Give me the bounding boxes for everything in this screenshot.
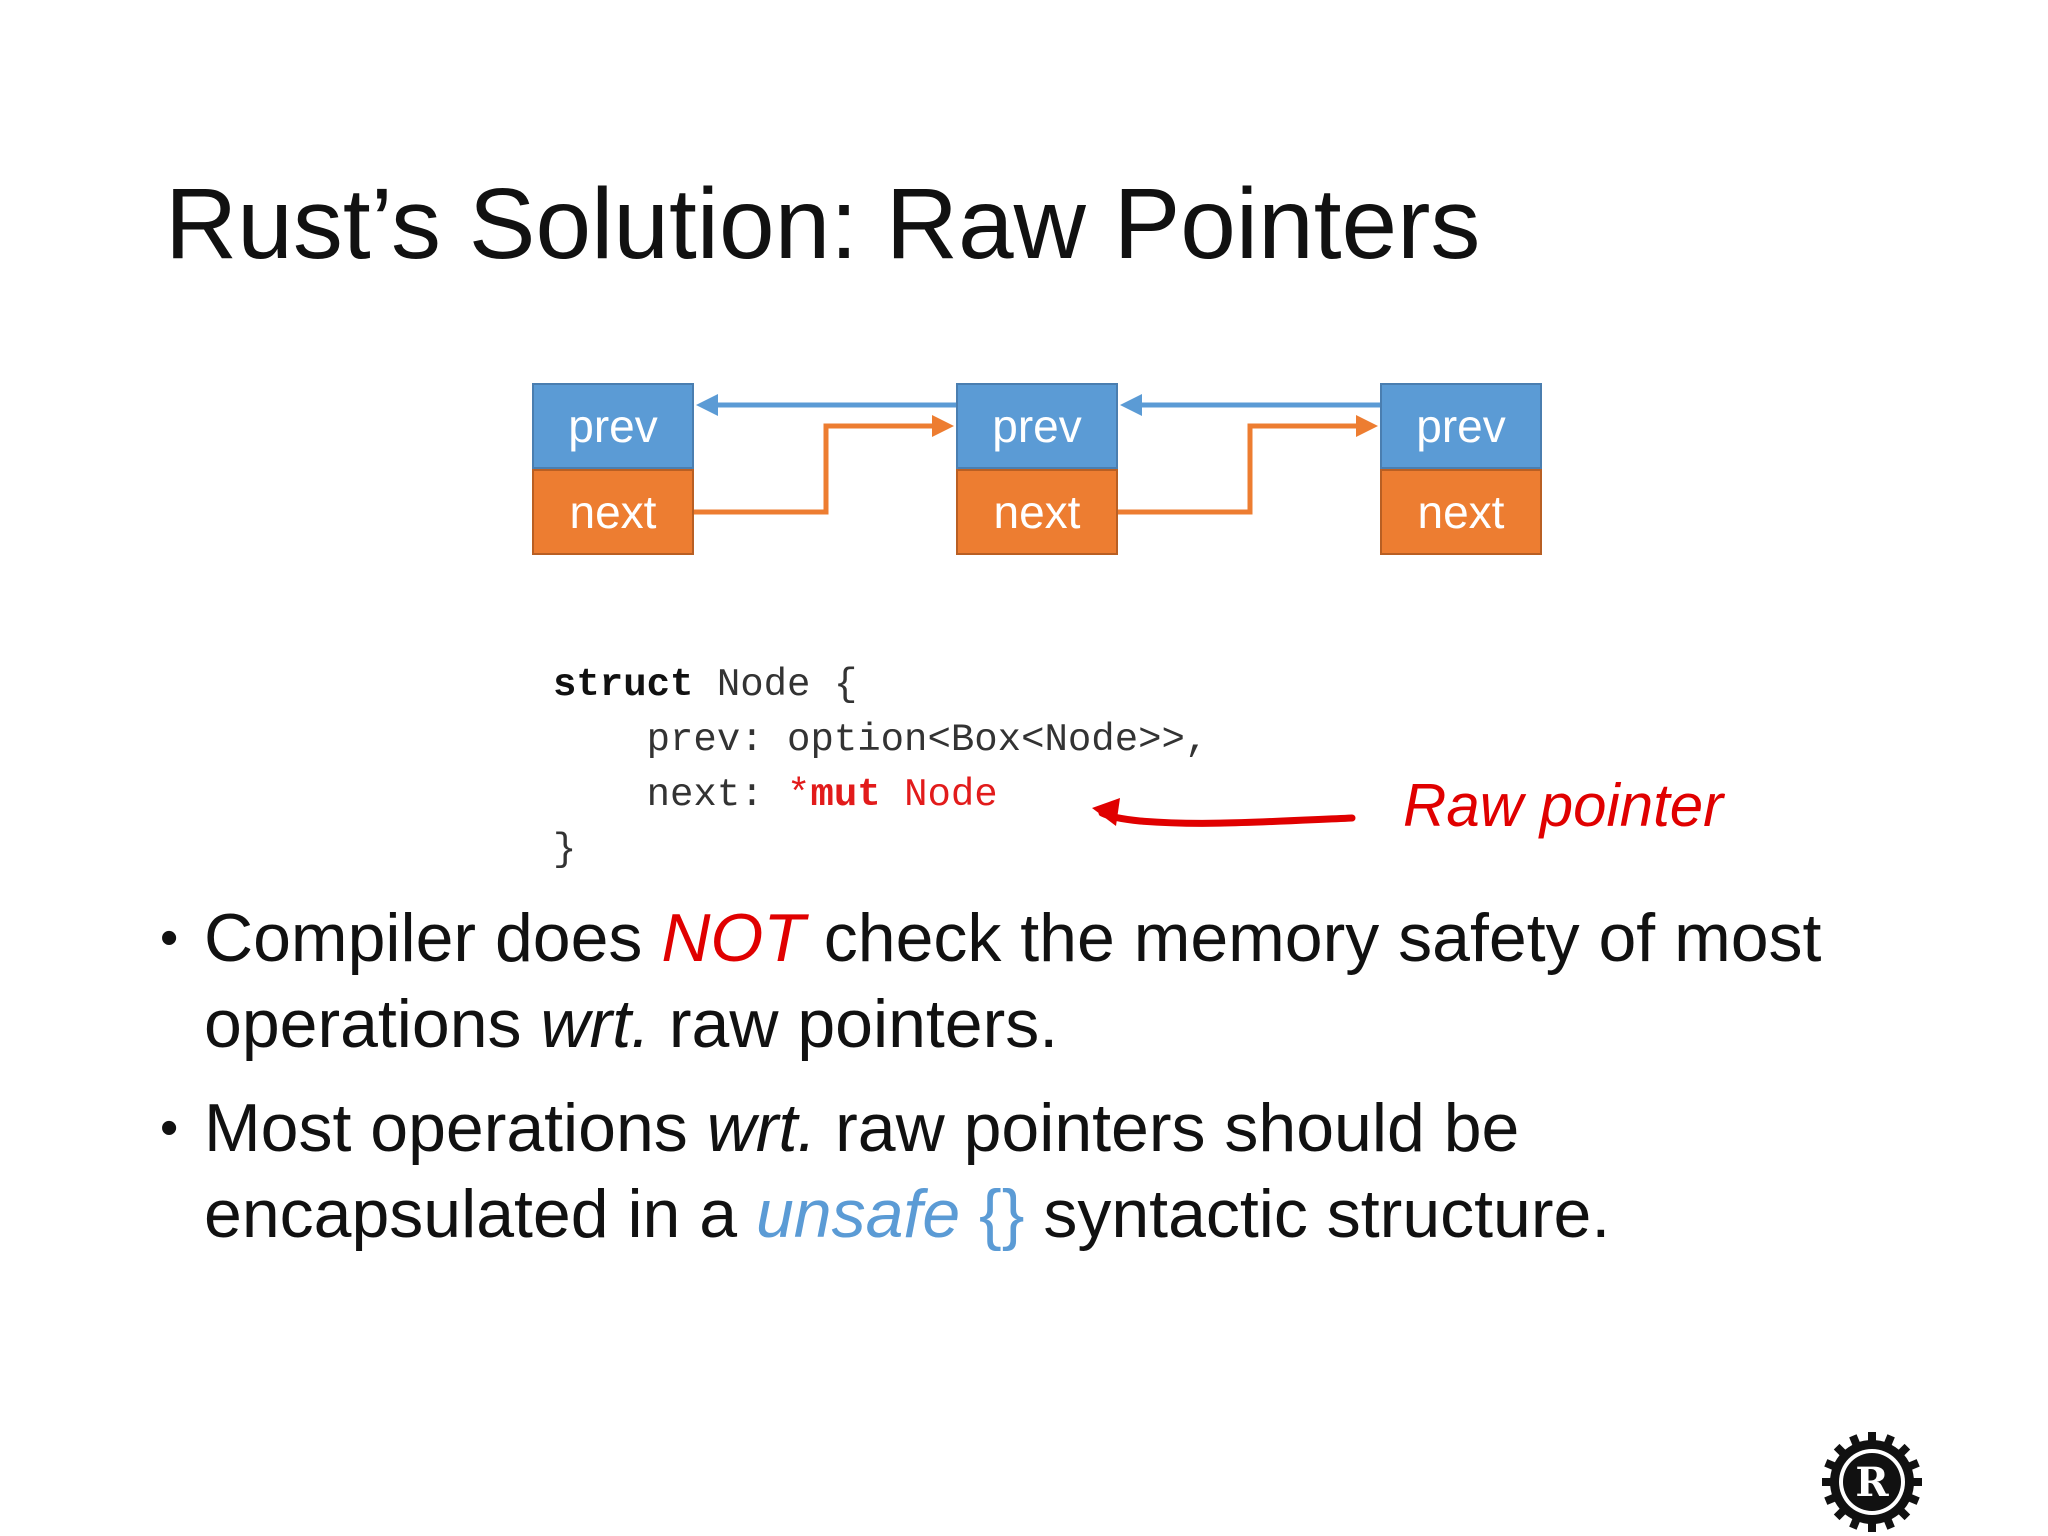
code-struct-keyword: struct	[553, 663, 694, 707]
bullet-2-text-a: Most operations	[204, 1090, 707, 1166]
node-2-next-cell: next	[956, 469, 1118, 555]
bullet-1-text-c: raw pointers.	[650, 986, 1059, 1062]
code-mut-keyword: mut	[810, 773, 881, 817]
code-node-type: Node	[880, 773, 998, 817]
bullet-item-1: • Compiler does NOT check the memory saf…	[160, 895, 1900, 1067]
rust-logo-icon: R	[1822, 1432, 1922, 1532]
bullet-1-wrt: wrt.	[540, 986, 650, 1062]
node-2-next-label: next	[993, 486, 1081, 538]
node-1-next-cell: next	[532, 469, 694, 555]
code-line-3-prefix: next:	[553, 773, 788, 817]
bullet-2-text-b: raw pointers should be encapsulated in a	[204, 1090, 1520, 1252]
code-line-4: }	[553, 828, 577, 872]
code-line-1-rest: Node {	[693, 663, 858, 707]
bullet-list: • Compiler does NOT check the memory saf…	[160, 895, 1900, 1275]
bullet-2-text-c: syntactic structure.	[1024, 1176, 1611, 1252]
bullet-2-braces: {}	[979, 1176, 1025, 1252]
node-3-next-label: next	[1417, 486, 1505, 538]
node-3-prev-label: prev	[1416, 400, 1506, 452]
node-2-prev-label: prev	[992, 400, 1082, 452]
bullet-2-wrt: wrt.	[706, 1090, 817, 1166]
node-2-prev-cell: prev	[956, 383, 1118, 469]
bullet-dot: •	[160, 909, 179, 967]
node-1-next-label: next	[569, 486, 657, 538]
node-3-prev-cell: prev	[1380, 383, 1542, 469]
bullet-2-unsafe: unsafe	[755, 1176, 961, 1252]
next-arrow-1-to-2	[694, 415, 954, 515]
node-3-next-cell: next	[1380, 469, 1542, 555]
code-pointer-star: *	[787, 773, 811, 817]
bullet-item-2: • Most operations wrt. raw pointers shou…	[160, 1085, 1900, 1257]
prev-arrow-3-to-2	[1120, 394, 1380, 416]
node-1-prev-label: prev	[568, 400, 658, 452]
bullet-dot: •	[160, 1099, 179, 1157]
code-line-2: prev: option<Box<Node>>,	[553, 718, 1209, 762]
rust-logo-letter: R	[1855, 1459, 1889, 1506]
next-arrow-2-to-3	[1118, 415, 1378, 515]
raw-pointer-annotation: Raw pointer	[1403, 772, 1724, 839]
code-block: struct Node { prev: option<Box<Node>>, n…	[553, 658, 1208, 878]
slide-title: Rust’s Solution: Raw Pointers	[165, 168, 1481, 280]
prev-arrow-2-to-1	[696, 394, 956, 416]
bullet-1-text-b: check the memory safety of most operatio…	[204, 900, 1822, 1062]
bullet-1-not: NOT	[661, 900, 805, 976]
bullet-1-text-a: Compiler does	[204, 900, 662, 976]
node-1-prev-cell: prev	[532, 383, 694, 469]
